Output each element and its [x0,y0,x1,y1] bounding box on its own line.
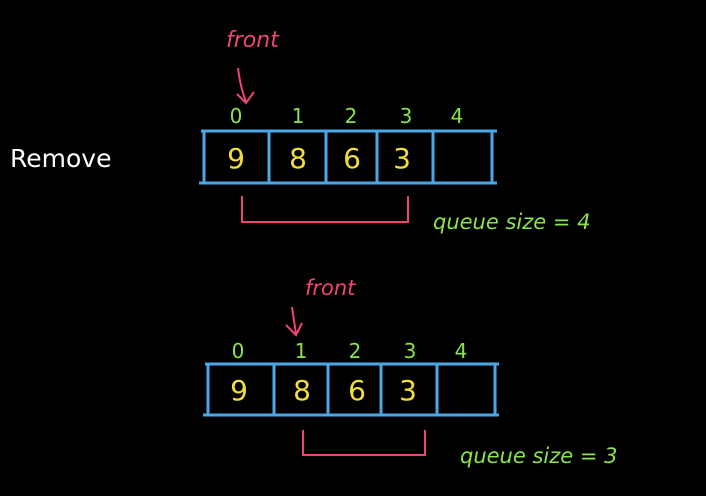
after-section: front 0 1 2 3 4 9 8 6 3 [203,276,618,468]
size-bracket-after [302,430,426,456]
before-section: front 0 1 2 3 4 9 8 6 3 [199,28,591,234]
front-label-after: front [305,276,356,300]
front-arrow-after [285,306,303,337]
cell-value: 9 [227,142,245,175]
index-label: 1 [295,339,308,363]
index-label: 4 [451,104,464,128]
cell-value: 8 [293,374,311,407]
cell-value: 3 [399,374,417,407]
index-label: 3 [400,104,413,128]
remove-heading: Remove [10,144,111,173]
index-label: 2 [345,104,358,128]
front-label-before: front [226,28,280,53]
index-label: 0 [232,339,245,363]
array-after [203,362,499,417]
index-label: 3 [404,339,417,363]
index-row-after: 0 1 2 3 4 [232,339,468,363]
index-label: 4 [455,339,468,363]
index-label: 0 [230,104,243,128]
front-arrow-before [236,67,255,105]
cell-value: 8 [289,142,307,175]
array-before [199,129,497,185]
index-row-before: 0 1 2 3 4 [230,104,464,128]
values-after: 9 8 6 3 [230,374,417,407]
size-bracket-before [241,196,409,223]
values-before: 9 8 6 3 [227,142,411,175]
cell-value: 3 [393,142,411,175]
cell-value: 9 [230,374,248,407]
cell-value: 6 [348,374,366,407]
index-label: 1 [292,104,305,128]
queue-size-label-after: queue size = 3 [460,444,618,468]
queue-size-label-before: queue size = 4 [433,210,591,234]
cell-value: 6 [343,142,361,175]
index-label: 2 [349,339,362,363]
